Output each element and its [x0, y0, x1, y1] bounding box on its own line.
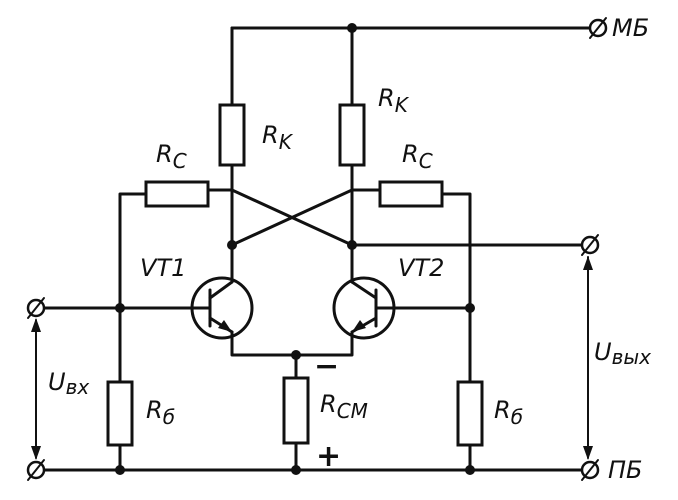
rb-left-resistor — [106, 380, 134, 447]
terminal-input — [26, 297, 46, 319]
vt2-transistor — [332, 276, 400, 340]
rc-left-label: RC — [156, 140, 187, 173]
rk-left-resistor — [218, 103, 246, 167]
rb-left-label: Rб — [146, 396, 175, 429]
vt1-transistor — [190, 276, 254, 340]
rc-left-resistor — [144, 180, 210, 208]
input-voltage-arrow — [31, 318, 41, 460]
rsm-resistor — [282, 376, 310, 445]
pb-label: ПБ — [608, 456, 643, 484]
rb-right-label: Rб — [494, 396, 523, 429]
minus-sign: − — [314, 349, 339, 384]
rk-left-label: RK — [262, 121, 294, 154]
rk-right-resistor — [338, 103, 366, 167]
rb-right-resistor — [456, 380, 484, 447]
output-voltage-label: Uвых — [594, 338, 651, 369]
vt2-label: VT2 — [398, 254, 444, 282]
vt1-label: VT1 — [140, 254, 186, 282]
input-voltage-label: Uвх — [48, 368, 89, 399]
terminal-pb — [580, 459, 600, 481]
rc-right-resistor — [378, 180, 444, 208]
terminal-mb — [588, 17, 608, 39]
output-voltage-arrow — [583, 256, 593, 460]
mb-label: МБ — [612, 14, 649, 42]
junction-nodes — [115, 23, 475, 475]
rc-right-label: RC — [402, 140, 433, 173]
terminal-ground-left — [26, 459, 46, 481]
plus-sign: + — [316, 439, 341, 474]
rsm-label: RCM — [320, 390, 368, 423]
wiring — [38, 26, 592, 472]
terminal-output — [580, 234, 600, 256]
rk-right-label: RK — [378, 84, 410, 117]
